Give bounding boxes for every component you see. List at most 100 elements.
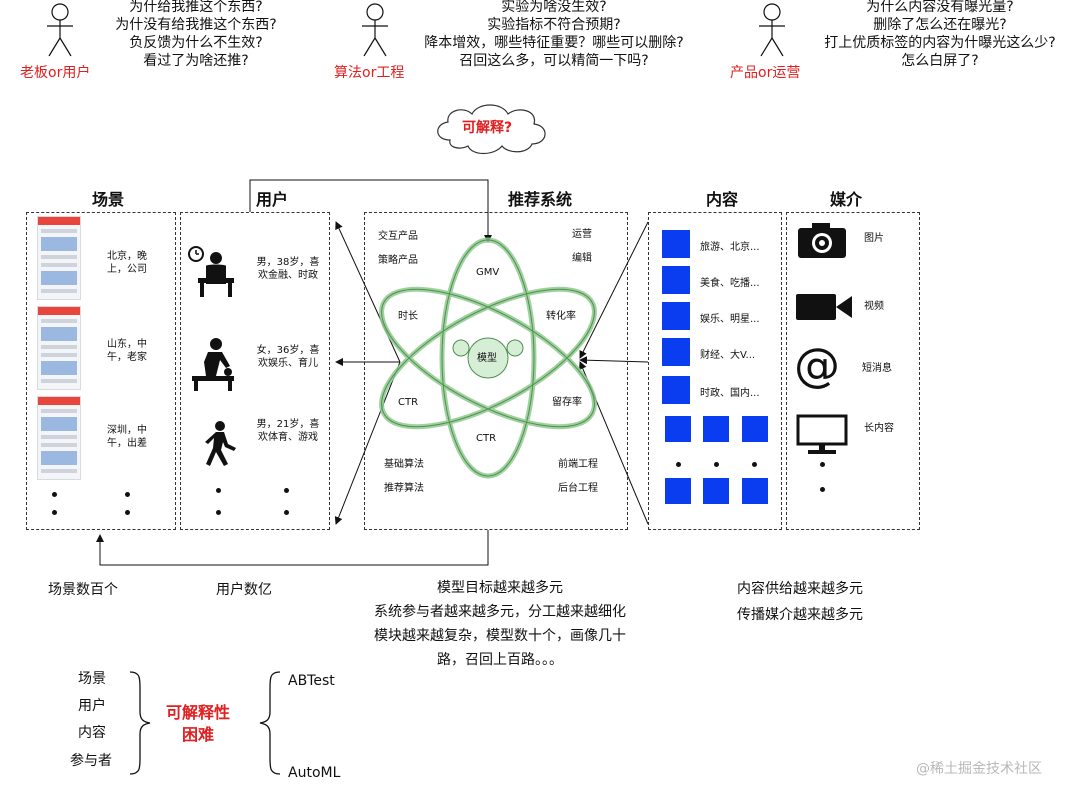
difficulty-label: 可解释性 困难 [166, 702, 230, 746]
role-label-boss: 老板or用户 [20, 65, 91, 81]
atom-node-ctr: CTR [398, 397, 419, 408]
media-box [786, 212, 920, 530]
scene-thumbnail [37, 306, 81, 390]
scene-box [26, 212, 176, 530]
system-role: 运营 [572, 229, 592, 240]
role-questions-boss: 为什给我推这个东西? 为什没有给我推这个东西? 负反馈为什么不生效? 看过了为啥… [96, 0, 296, 70]
system-role: 策略产品 [378, 255, 418, 266]
content-label: 时政、国内... [700, 388, 760, 399]
ellipsis-dot [216, 488, 221, 493]
at-sign-icon: @ [794, 338, 840, 392]
cloud-label: 可解释? [462, 120, 513, 136]
content-square [662, 302, 690, 330]
caption-content: 内容供给越来越多元 传播媒介越来越多元 [700, 576, 900, 628]
media-label: 视频 [864, 301, 884, 312]
question: 降本增效，哪些特征重要？哪些可以删除? [424, 35, 684, 51]
method-automl: AutoML [288, 765, 341, 781]
content-square [742, 478, 768, 504]
role-label-product: 产品or运营 [730, 65, 801, 81]
section-title-content: 内容 [706, 190, 739, 209]
media-label: 长内容 [864, 423, 894, 434]
user-label: 男，38岁，喜欢金融、时政 [256, 257, 320, 281]
caption-system: 模型目标越来越多元 系统参与者越来越多元，分工越来越细化 模块越来越复杂，模型数… [350, 576, 650, 672]
ellipsis-dot [125, 510, 130, 515]
atom-node-gmv: GMV [476, 267, 500, 278]
atom-node-conversion: 转化率 [546, 311, 576, 322]
user-label: 女，36岁，喜欢娱乐、育儿 [256, 345, 320, 369]
question: 为什么内容没有曝光量? [866, 0, 1014, 15]
ellipsis-dot [676, 462, 681, 467]
atom-node-retention: 留存率 [552, 397, 582, 408]
atom-diagram [379, 237, 597, 479]
video-camera-icon [796, 294, 852, 320]
section-title-media: 媒介 [830, 190, 863, 209]
user-box [180, 212, 330, 530]
bottom-item: 内容 [78, 725, 106, 741]
system-role: 基础算法 [384, 459, 424, 470]
difficulty-line: 可解释性 [166, 703, 231, 722]
ellipsis-dot [216, 510, 221, 515]
caption-line: 模块越来越复杂，模型数十个，画像几十 [374, 628, 626, 644]
caption-line: 路，召回上百路。。。 [437, 652, 563, 668]
system-role: 编辑 [572, 253, 592, 264]
ellipsis-dot [714, 462, 719, 467]
user-label: 男，21岁，喜欢体育、游戏 [256, 419, 320, 443]
content-label: 财经、大V... [700, 350, 756, 361]
caption-user: 用户数亿 [216, 582, 272, 598]
cloud-shape [437, 104, 546, 155]
scene-label: 深圳，中午，出差 [107, 425, 147, 449]
scene-label: 北京，晚上，公司 [107, 251, 147, 275]
question: 召回这么多，可以精简一下吗? [459, 53, 649, 69]
stick-figure-icon [362, 3, 388, 57]
content-label: 旅游、北京... [700, 242, 760, 253]
ellipsis-dot [820, 462, 825, 467]
person-walking-icon [205, 421, 236, 466]
bottom-item: 场景 [78, 671, 106, 687]
content-box [648, 212, 782, 530]
content-square [662, 376, 690, 404]
system-box [364, 212, 628, 530]
bottom-item: 参与者 [70, 753, 112, 769]
watermark: @稀土掘金技术社区 [916, 761, 1042, 777]
bottom-item: 用户 [78, 698, 106, 714]
question: 为什没有给我推这个东西? [115, 17, 277, 33]
system-role: 交互产品 [378, 231, 418, 242]
section-title-scene: 场景 [92, 190, 125, 209]
person-working-icon [188, 246, 234, 297]
left-brace [259, 671, 281, 775]
content-square [665, 416, 691, 442]
right-brace [129, 671, 151, 775]
content-square [662, 266, 690, 294]
question: 为什给我推这个东西? [129, 0, 263, 15]
content-square [703, 478, 729, 504]
question: 看过了为啥还推? [143, 53, 249, 69]
difficulty-line: 困难 [182, 725, 215, 744]
question: 实验为啥没生效? [501, 0, 607, 15]
role-questions-product: 为什么内容没有曝光量? 删除了怎么还在曝光? 打上优质标签的内容为什曝光这么少?… [800, 0, 1080, 70]
content-square [742, 416, 768, 442]
role-label-engineer: 算法or工程 [334, 65, 405, 81]
caption-scene: 场景数百个 [48, 582, 118, 598]
stick-figure-icon [47, 3, 73, 57]
atom-node-ctr: CTR [476, 433, 497, 444]
system-role: 前端工程 [558, 459, 598, 470]
parent-baby-icon [192, 338, 234, 391]
content-square [662, 338, 690, 366]
ellipsis-dot [752, 462, 757, 467]
content-label: 娱乐、明星... [700, 314, 760, 325]
atom-node-duration: 时长 [398, 311, 418, 322]
stick-figure-icon [759, 3, 785, 57]
caption-line: 系统参与者越来越多元，分工越来越细化 [374, 604, 626, 620]
question: 打上优质标签的内容为什曝光这么少? [824, 35, 1056, 51]
media-label: 短消息 [862, 363, 892, 374]
caption-line: 模型目标越来越多元 [437, 580, 563, 596]
method-abtest: ABTest [288, 673, 335, 689]
media-label: 图片 [864, 233, 884, 244]
camera-icon [798, 223, 846, 258]
question: 删除了怎么还在曝光? [873, 17, 1007, 33]
scene-thumbnail [37, 216, 81, 300]
scene-label: 山东，中午，老家 [107, 339, 147, 363]
question: 怎么白屏了? [901, 53, 979, 69]
role-questions-engineer: 实验为啥没生效? 实验指标不符合预期? 降本增效，哪些特征重要？哪些可以删除? … [396, 0, 712, 70]
ellipsis-dot [52, 510, 57, 515]
